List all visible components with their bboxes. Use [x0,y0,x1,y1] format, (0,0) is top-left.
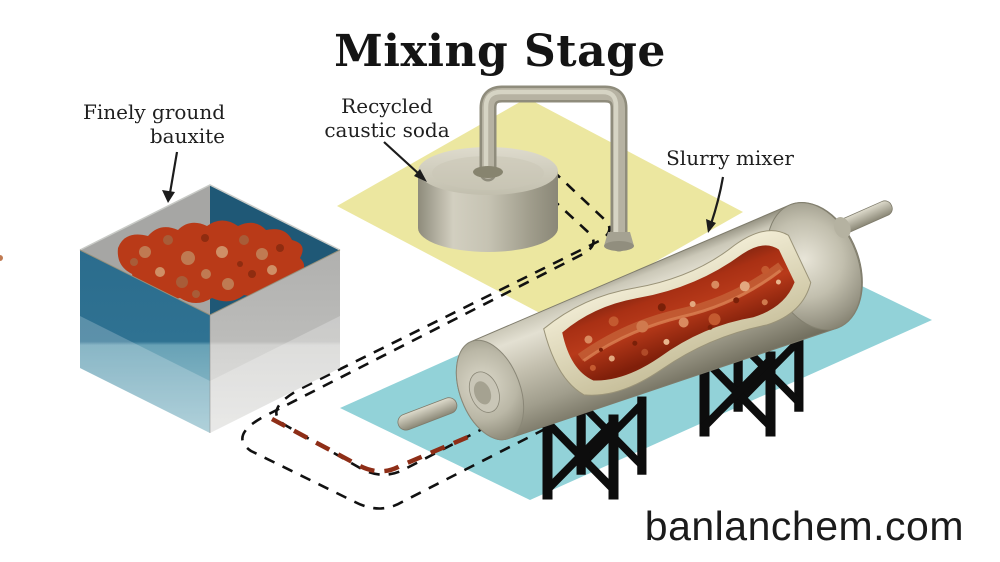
label-slurry-mixer: Slurry mixer [660,146,800,170]
slurry-mixer-vessel [397,200,893,441]
bauxite-pile [0,220,305,303]
label-bauxite-line2: bauxite [149,124,225,149]
flow-line-outer [241,183,595,510]
bauxite-container [0,184,341,433]
label-recycled-caustic-soda: Recycled caustic soda [312,94,462,143]
watermark: banlanchem.com [644,503,964,549]
caustic-arrow [383,141,427,182]
slurry-arrow [706,176,725,233]
label-finely-ground-bauxite: Finely ground bauxite [70,100,225,149]
transfer-pipe [473,85,634,252]
slurry-cutaway [543,230,812,396]
label-slurry-text: Slurry mixer [666,146,794,170]
label-bauxite-line1: Finely ground [82,100,225,124]
diagram-title: Mixing Stage [334,26,666,77]
mixer-support-left [542,396,647,500]
bauxite-arrow [162,151,179,203]
label-caustic-line2: caustic soda [324,118,450,143]
label-caustic-line1: Recycled [341,94,433,118]
